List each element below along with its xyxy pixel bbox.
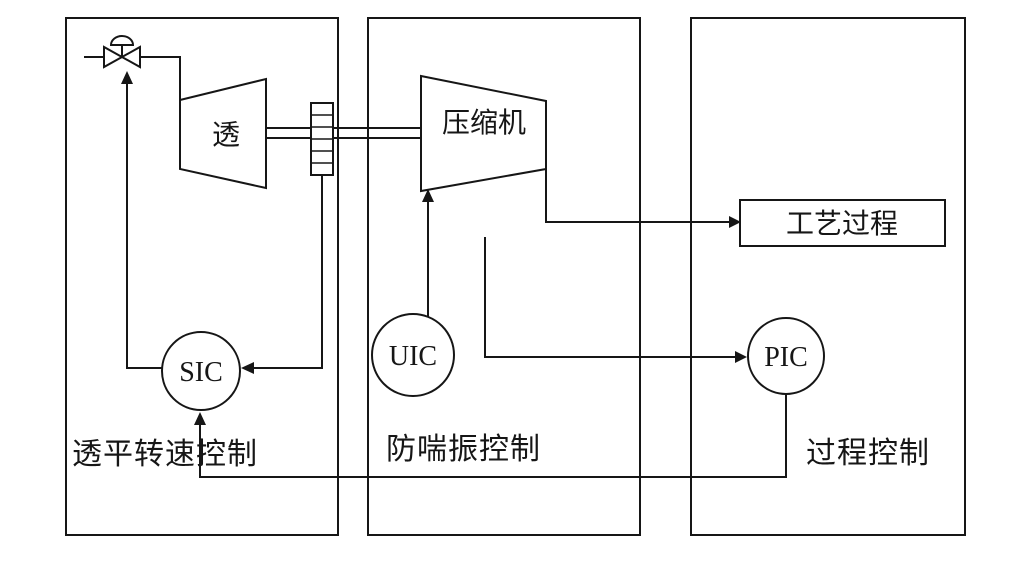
arrowhead-right-into-pic xyxy=(735,351,747,363)
sic-label: SIC xyxy=(179,357,223,388)
anti-surge-caption: 防喘振控制 xyxy=(386,433,541,466)
turbine-speed-caption: 透平转速控制 xyxy=(72,438,258,471)
arrowhead-right-into-process xyxy=(729,216,741,228)
speed-tap-line xyxy=(252,174,323,369)
inlet-pipe-to-turbine xyxy=(139,56,181,101)
anti-surge-section-box xyxy=(367,17,641,536)
pic-label: PIC xyxy=(764,342,808,373)
arrowhead-left-into-sic xyxy=(241,362,254,374)
process-section-box xyxy=(690,17,966,536)
discharge-line xyxy=(545,168,733,223)
valve-actuator-icon xyxy=(109,35,135,46)
sic-to-valve-line xyxy=(126,82,163,369)
sic-circle xyxy=(161,331,241,411)
turbine-shape xyxy=(179,77,267,190)
uic-circle xyxy=(371,313,455,397)
arrowhead-up-into-compressor xyxy=(422,189,434,202)
pressure-tap-line xyxy=(484,237,736,358)
pic-to-sic-cascade-line xyxy=(199,393,787,478)
process-box xyxy=(739,199,946,247)
turbine-speed-section-box xyxy=(65,17,339,536)
valve-icon xyxy=(119,45,141,69)
process-box-label: 工艺过程 xyxy=(786,208,898,240)
arrowhead-up-into-valve xyxy=(121,71,133,84)
pic-circle xyxy=(747,317,825,395)
uic-label: UIC xyxy=(389,341,437,372)
arrowhead-up-into-sic xyxy=(194,412,206,425)
valve-icon xyxy=(103,45,125,69)
turbine-label: 透 xyxy=(212,120,240,151)
compressor-label: 压缩机 xyxy=(442,107,526,139)
process-caption: 过程控制 xyxy=(806,437,930,470)
